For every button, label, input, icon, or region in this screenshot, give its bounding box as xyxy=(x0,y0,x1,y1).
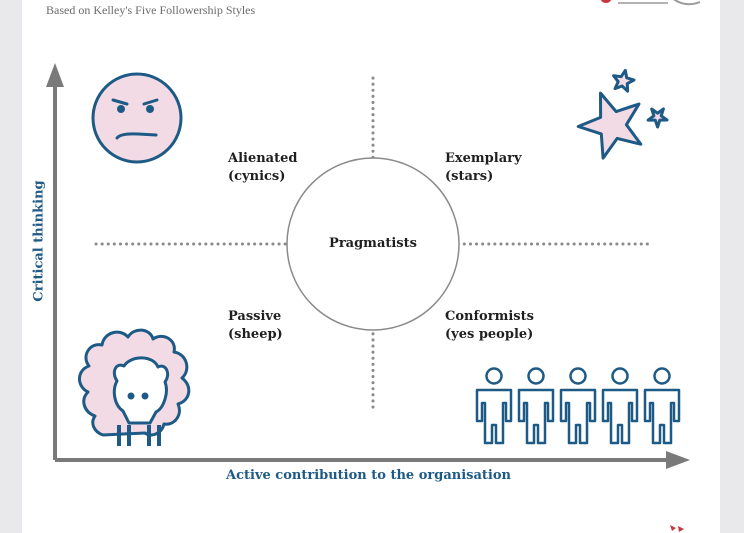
subtitle: Based on Kelley's Five Followership Styl… xyxy=(46,3,256,17)
frown-face-icon xyxy=(91,72,183,164)
logo-fragment-icon xyxy=(600,0,701,6)
quadrant-exemplary: Exemplary (stars) xyxy=(445,150,522,186)
quadrant-alienated-subtitle: (cynics) xyxy=(228,169,286,184)
quadrant-exemplary-title: Exemplary xyxy=(445,151,522,166)
y-axis-arrow-icon xyxy=(46,63,64,87)
pragmatists-circle xyxy=(286,157,460,331)
quadrant-passive-subtitle: (sheep) xyxy=(228,327,283,342)
x-axis-arrow-icon xyxy=(666,451,690,469)
quadrant-conformists-title: Conformists xyxy=(445,309,534,324)
axes xyxy=(46,63,690,469)
stars-icon xyxy=(576,68,669,160)
quadrant-conformists: Conformists (yes people) xyxy=(445,308,534,344)
quadrant-conformists-subtitle: (yes people) xyxy=(445,327,534,342)
center-label: Pragmatists xyxy=(329,236,417,251)
people-icon xyxy=(475,367,681,445)
quadrant-exemplary-subtitle: (stars) xyxy=(445,169,494,184)
quadrant-alienated-title: Alienated xyxy=(228,151,298,166)
sheep-icon xyxy=(78,328,191,446)
quadrant-passive-title: Passive xyxy=(228,309,282,324)
quadrant-dividers xyxy=(94,76,652,412)
footer-logo-icon xyxy=(670,525,684,532)
x-axis-label: Active contribution to the organisation xyxy=(226,468,511,483)
quadrant-alienated: Alienated (cynics) xyxy=(228,150,297,186)
quadrant-passive: Passive (sheep) xyxy=(228,308,283,344)
y-axis-label: Critical thinking xyxy=(31,180,47,302)
